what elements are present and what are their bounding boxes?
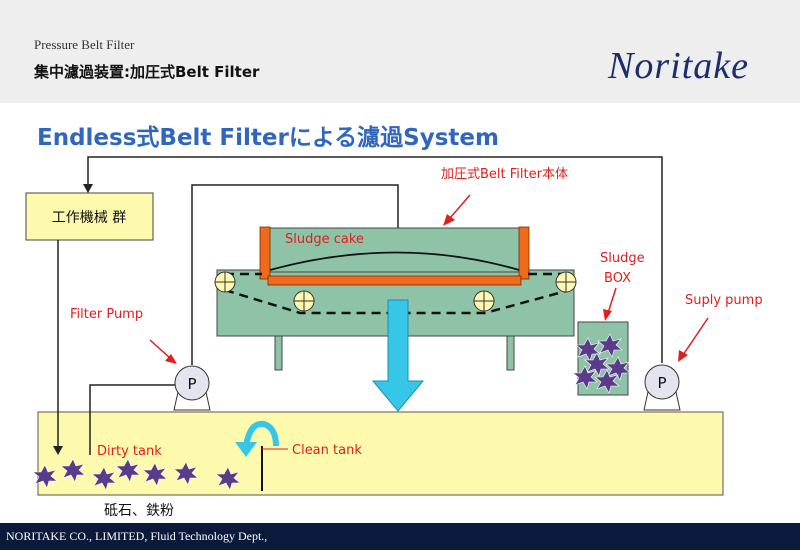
plate-left <box>259 226 271 280</box>
suply-pump-pointer-head <box>678 350 688 362</box>
supply-line <box>87 156 663 363</box>
sludge-box-pointer <box>607 287 617 314</box>
clean-tank-label: Clean tank <box>292 443 362 458</box>
roller-right <box>555 271 577 293</box>
filter-pump-symbol: P <box>187 375 196 393</box>
sludge-box-label-line2: BOX <box>604 271 631 286</box>
supply-pump-symbol: P <box>657 374 666 392</box>
return-arrowhead <box>53 446 63 455</box>
supply-pump: P <box>643 364 681 411</box>
slide-heading: Endless式Belt Filterによる濾過System <box>37 125 499 151</box>
filtrate-down-arrow <box>371 299 425 412</box>
filter-body-pointer-head <box>443 214 455 226</box>
filtration-diagram: 工作機械 群 Sludge cake 加圧式Belt Filter本体 <box>25 156 763 519</box>
filter-leg-left <box>274 335 283 371</box>
sludge-cake-label: Sludge cake <box>285 232 364 247</box>
roller-mid-left <box>293 290 315 312</box>
filter-pump-label: Filter Pump <box>70 307 143 322</box>
header-title: 集中濾過装置:加圧式Belt Filter <box>34 63 260 81</box>
filter-pump-pointer-head <box>165 354 177 364</box>
sludge-cake-curve <box>269 251 520 271</box>
chips-label: 砥石、鉄粉 <box>104 503 174 519</box>
sludge-box-label: Sludge BOX <box>600 251 649 286</box>
header-bar: Pressure Belt Filter 集中濾過装置:加圧式Belt Filt… <box>0 0 800 103</box>
filter-pump: P <box>173 365 211 411</box>
noritake-logo: Noritake <box>608 45 749 87</box>
filter-pump-line <box>191 184 399 365</box>
suply-pump-label: Suply pump <box>685 293 763 308</box>
dirty-tank-label: Dirty tank <box>97 444 162 459</box>
machine-group-label: 工作機械 群 <box>52 210 126 226</box>
suply-pump-pointer <box>682 317 709 356</box>
filter-suction-line <box>89 384 175 455</box>
filter-leg-right <box>506 335 515 371</box>
roller-left <box>214 271 236 293</box>
supply-arrowhead <box>83 184 93 193</box>
plate-right <box>518 226 530 280</box>
footer-text: NORITAKE CO., LIMITED, Fluid Technology … <box>6 529 268 543</box>
filter-upper-body <box>264 227 526 273</box>
sludge-box-pointer-head <box>603 309 612 321</box>
filter-pump-pointer <box>149 339 171 359</box>
tank <box>37 411 724 496</box>
sludge-box-label-line1: Sludge <box>600 251 645 266</box>
machine-group-box <box>25 192 154 241</box>
filter-body-label: 加圧式Belt Filter本体 <box>441 167 568 182</box>
filter-body-pointer <box>449 194 471 219</box>
clean-flow-arrowhead <box>235 442 257 457</box>
footer-bar: NORITAKE CO., LIMITED, Fluid Technology … <box>0 523 800 550</box>
clean-flow-curve <box>243 420 279 447</box>
roller-mid-right <box>473 290 495 312</box>
header-subtitle: Pressure Belt Filter <box>34 37 135 52</box>
plate-bottom <box>267 275 522 286</box>
